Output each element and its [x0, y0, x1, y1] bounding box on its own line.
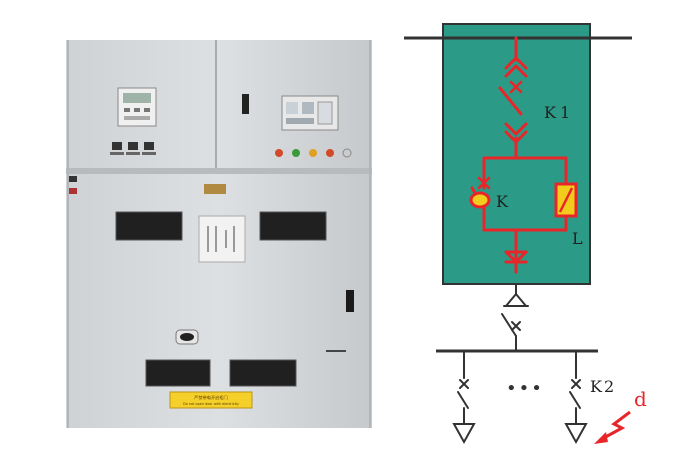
lower-door-handle: [346, 290, 354, 312]
relay-display-unit: [117, 87, 157, 127]
feeder-left: [452, 350, 476, 445]
lower-window-left: [145, 359, 211, 387]
fuse-symbol: [469, 191, 491, 209]
label-k1: K1: [544, 103, 574, 122]
fault-arrow-d: [594, 410, 631, 444]
indicator-lamps: [275, 148, 352, 158]
nameplate: [204, 184, 226, 194]
label-k: K: [496, 192, 509, 211]
switchgear-cabinet-photo: 严禁带电开启柜门 Do not open door with electrici…: [66, 40, 372, 428]
label-l: L: [572, 229, 583, 248]
schematic-diagram: K1 K L ••• K2 d: [400, 0, 700, 466]
plug-contact-top: [504, 56, 528, 78]
viewing-window-right: [259, 211, 327, 241]
viewing-window-left: [115, 211, 183, 241]
outgoing-plug-contact: [503, 292, 529, 307]
switch-k1-blade: [498, 86, 523, 116]
compartment-divider: [66, 168, 372, 174]
outgoing-switch-blade: [501, 313, 517, 337]
control-switches: [110, 142, 156, 155]
warning-label-line-1: 严禁带电开启柜门: [194, 394, 228, 401]
upper-door-handle: [242, 94, 249, 114]
operating-mechanism-port: [175, 329, 199, 345]
mimic-plate: [198, 215, 246, 263]
warning-label: 严禁带电开启柜门 Do not open door with electrici…: [169, 391, 253, 409]
parallel-branch-top: [482, 156, 568, 180]
feeder-k2: [564, 350, 588, 445]
plug-contact-cabinet-bottom: [504, 250, 528, 264]
label-d: d: [634, 387, 647, 411]
label-k2: K2: [590, 377, 616, 396]
warning-label-line-2: Do not open door with electricity: [183, 402, 239, 406]
indicator-panel: [281, 95, 339, 131]
label-ellipsis: •••: [506, 378, 544, 399]
lower-window-right: [229, 359, 297, 387]
